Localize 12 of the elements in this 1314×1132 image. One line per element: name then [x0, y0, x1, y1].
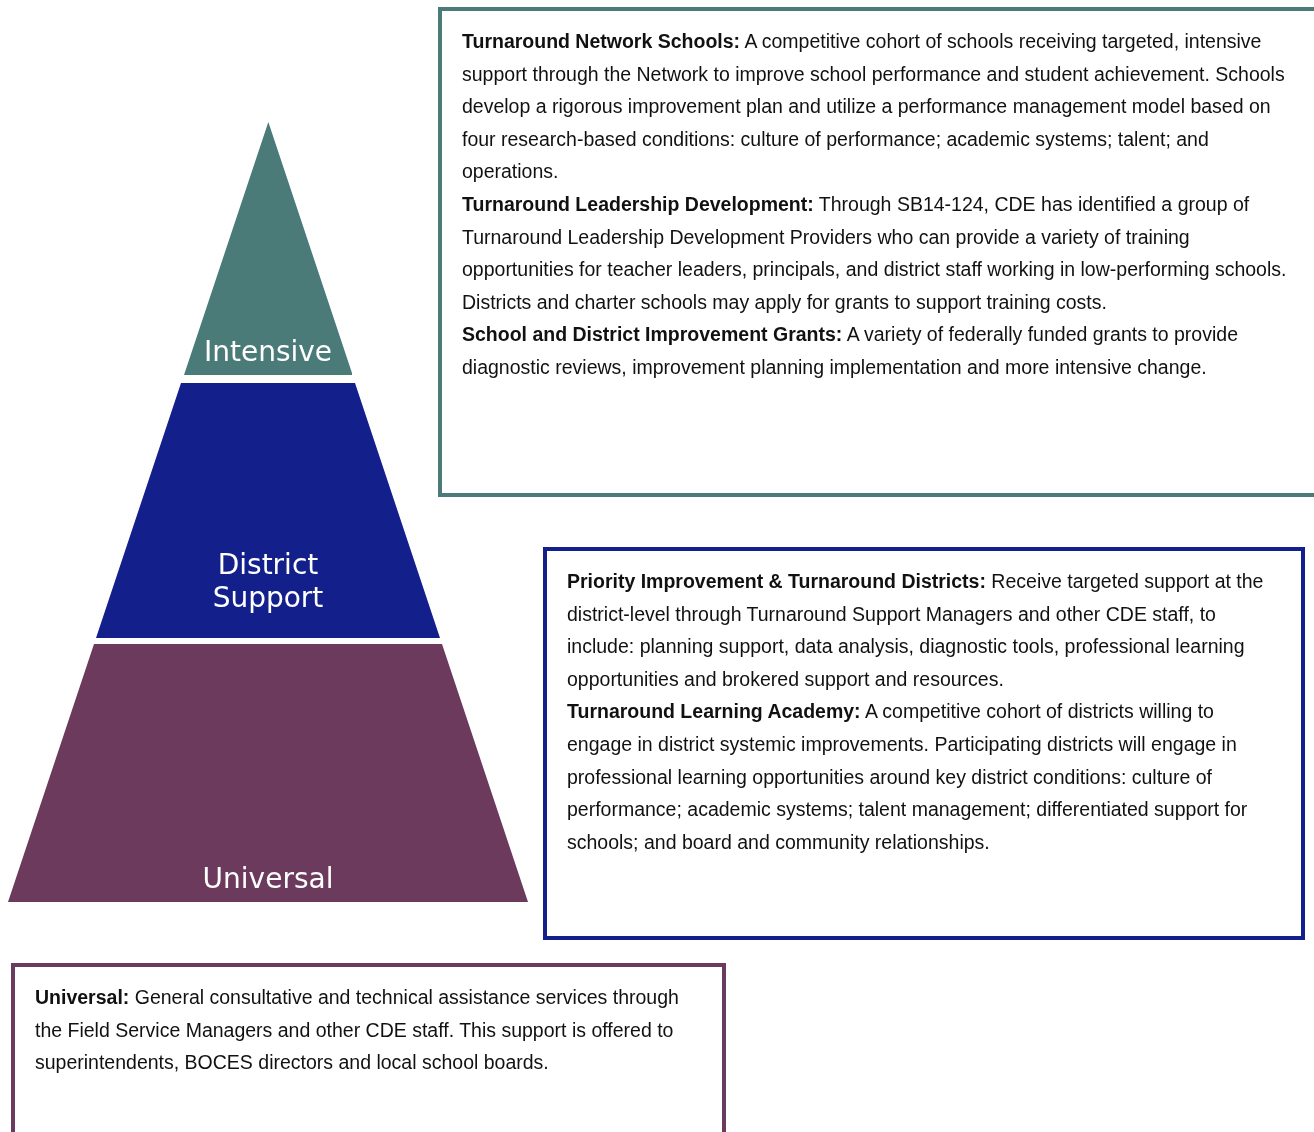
tier-label: Intensive: [202, 335, 334, 369]
text-panel: [438, 7, 1314, 497]
tier-label: District Support: [211, 547, 325, 615]
panel-paragraph: School and District Improvement Grants: A variety of federally funded grants to provide diagnostic reviews, improvement planning implementation and more intensive change.: [462, 322, 1239, 380]
panel-paragraph: Universal: General consultative and technical assistance services through the Field Service Managers and other CDE staff. This support is offered to superintendents, BOCES directors and local school boards.: [35, 985, 680, 1076]
tier-label: Universal: [201, 862, 335, 896]
panel-paragraph: Priority Improvement & Turnaround Districts: Receive targeted support at the district-level through Turnaround Support Managers and other CDE staff, to include: planning support, data analysis, diagnostic tools, professional learning opportunities and brokered support and resources.: [567, 569, 1265, 692]
panel-paragraph: Turnaround Learning Academy: A competitive cohort of districts willing to engage in district systemic improvements. Participating districts will engage in professional learning opportunities around key district conditions: culture of performance; academic systems; talent management; differentiated support for schools; and board and community relationships.: [567, 699, 1249, 855]
panel-paragraph: Turnaround Leadership Development: Through SB14-124, CDE has identified a group of Turnaround Leadership Development Providers who can provide a variety of training opportunities for teacher leaders, principals, and district staff working in low-performing schools. Districts and charter schools may apply for grants to support training costs.: [462, 191, 1288, 315]
panel-paragraph: Turnaround Network Schools: A competitive cohort of schools receiving targeted, intensive support through the Network to improve school performance and student achievement. Schools develop a rigorous improvement plan and utilize a performance management model based on four research-based conditions: culture of performance; academic systems; talent; and operations.: [462, 29, 1286, 185]
text-panel: [11, 963, 726, 1132]
text-panel: [543, 547, 1305, 940]
